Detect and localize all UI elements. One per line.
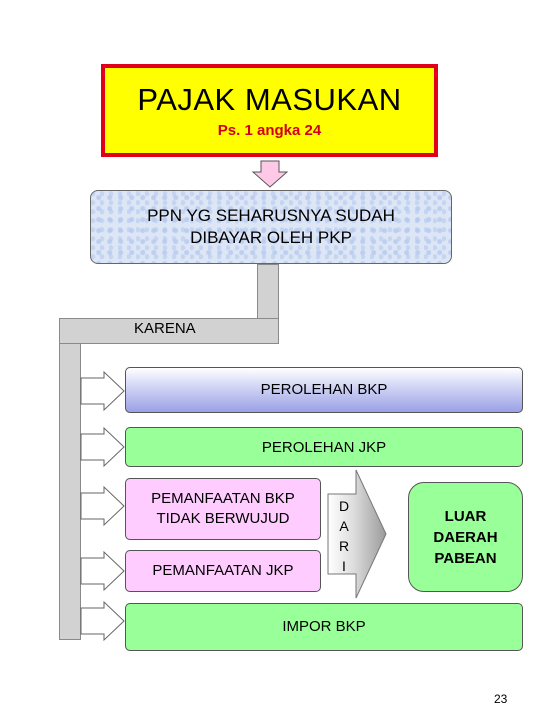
down-arrow-icon [251,160,289,188]
page-title: PAJAK MASUKAN [137,82,402,117]
dari-label: D A R I [334,496,354,576]
branch-arrow-icon [80,426,125,468]
dari-letter: A [339,518,349,534]
ppn-line-1: PPN YG SEHARUSNYA SUDAH [147,206,395,225]
title-box: PAJAK MASUKAN Ps. 1 angka 24 [101,64,438,157]
page-number: 23 [494,692,508,706]
karena-bar [59,318,279,344]
luar-daerah-pabean-box: LUAR DAERAH PABEAN [408,482,523,592]
perolehan-jkp-box: PEROLEHAN JKP [125,427,523,467]
ppn-line-2: DIBAYAR OLEH PKP [190,228,352,247]
branch-arrow-icon [80,485,125,527]
ppn-box: PPN YG SEHARUSNYA SUDAH DIBAYAR OLEH PKP [90,190,452,264]
perolehan-bkp-label: PEROLEHAN BKP [260,381,388,398]
impor-bkp-box: IMPOR BKP [125,603,523,651]
pemanfaatan-jkp-box: PEMANFAATAN JKP [125,550,321,592]
luar-line-2: DAERAH [433,528,498,546]
connector-vertical-left [59,343,81,640]
dari-letter: I [342,558,346,574]
perolehan-jkp-label: PEROLEHAN JKP [261,439,387,456]
luar-line-3: PABEAN [434,549,497,567]
pemanfaatan-bkp-line-2: TIDAK BERWUJUD [156,510,290,527]
branch-arrow-icon [80,550,125,592]
impor-bkp-label: IMPOR BKP [282,618,366,635]
dari-letter: D [338,498,350,514]
branch-arrow-icon [80,600,125,642]
pemanfaatan-bkp-box: PEMANFAATAN BKP TIDAK BERWUJUD [125,478,321,540]
karena-label: KARENA [134,320,196,337]
perolehan-bkp-box: PEROLEHAN BKP [125,367,523,413]
pemanfaatan-bkp-line-1: PEMANFAATAN BKP [151,490,295,507]
connector-vertical-top [257,264,279,320]
luar-line-1: LUAR [444,507,487,525]
legal-reference: Ps. 1 angka 24 [217,122,322,139]
branch-arrow-icon [80,370,125,412]
pemanfaatan-jkp-label: PEMANFAATAN JKP [152,562,294,579]
dari-letter: R [338,538,350,554]
dari-arrow-icon [327,469,387,599]
